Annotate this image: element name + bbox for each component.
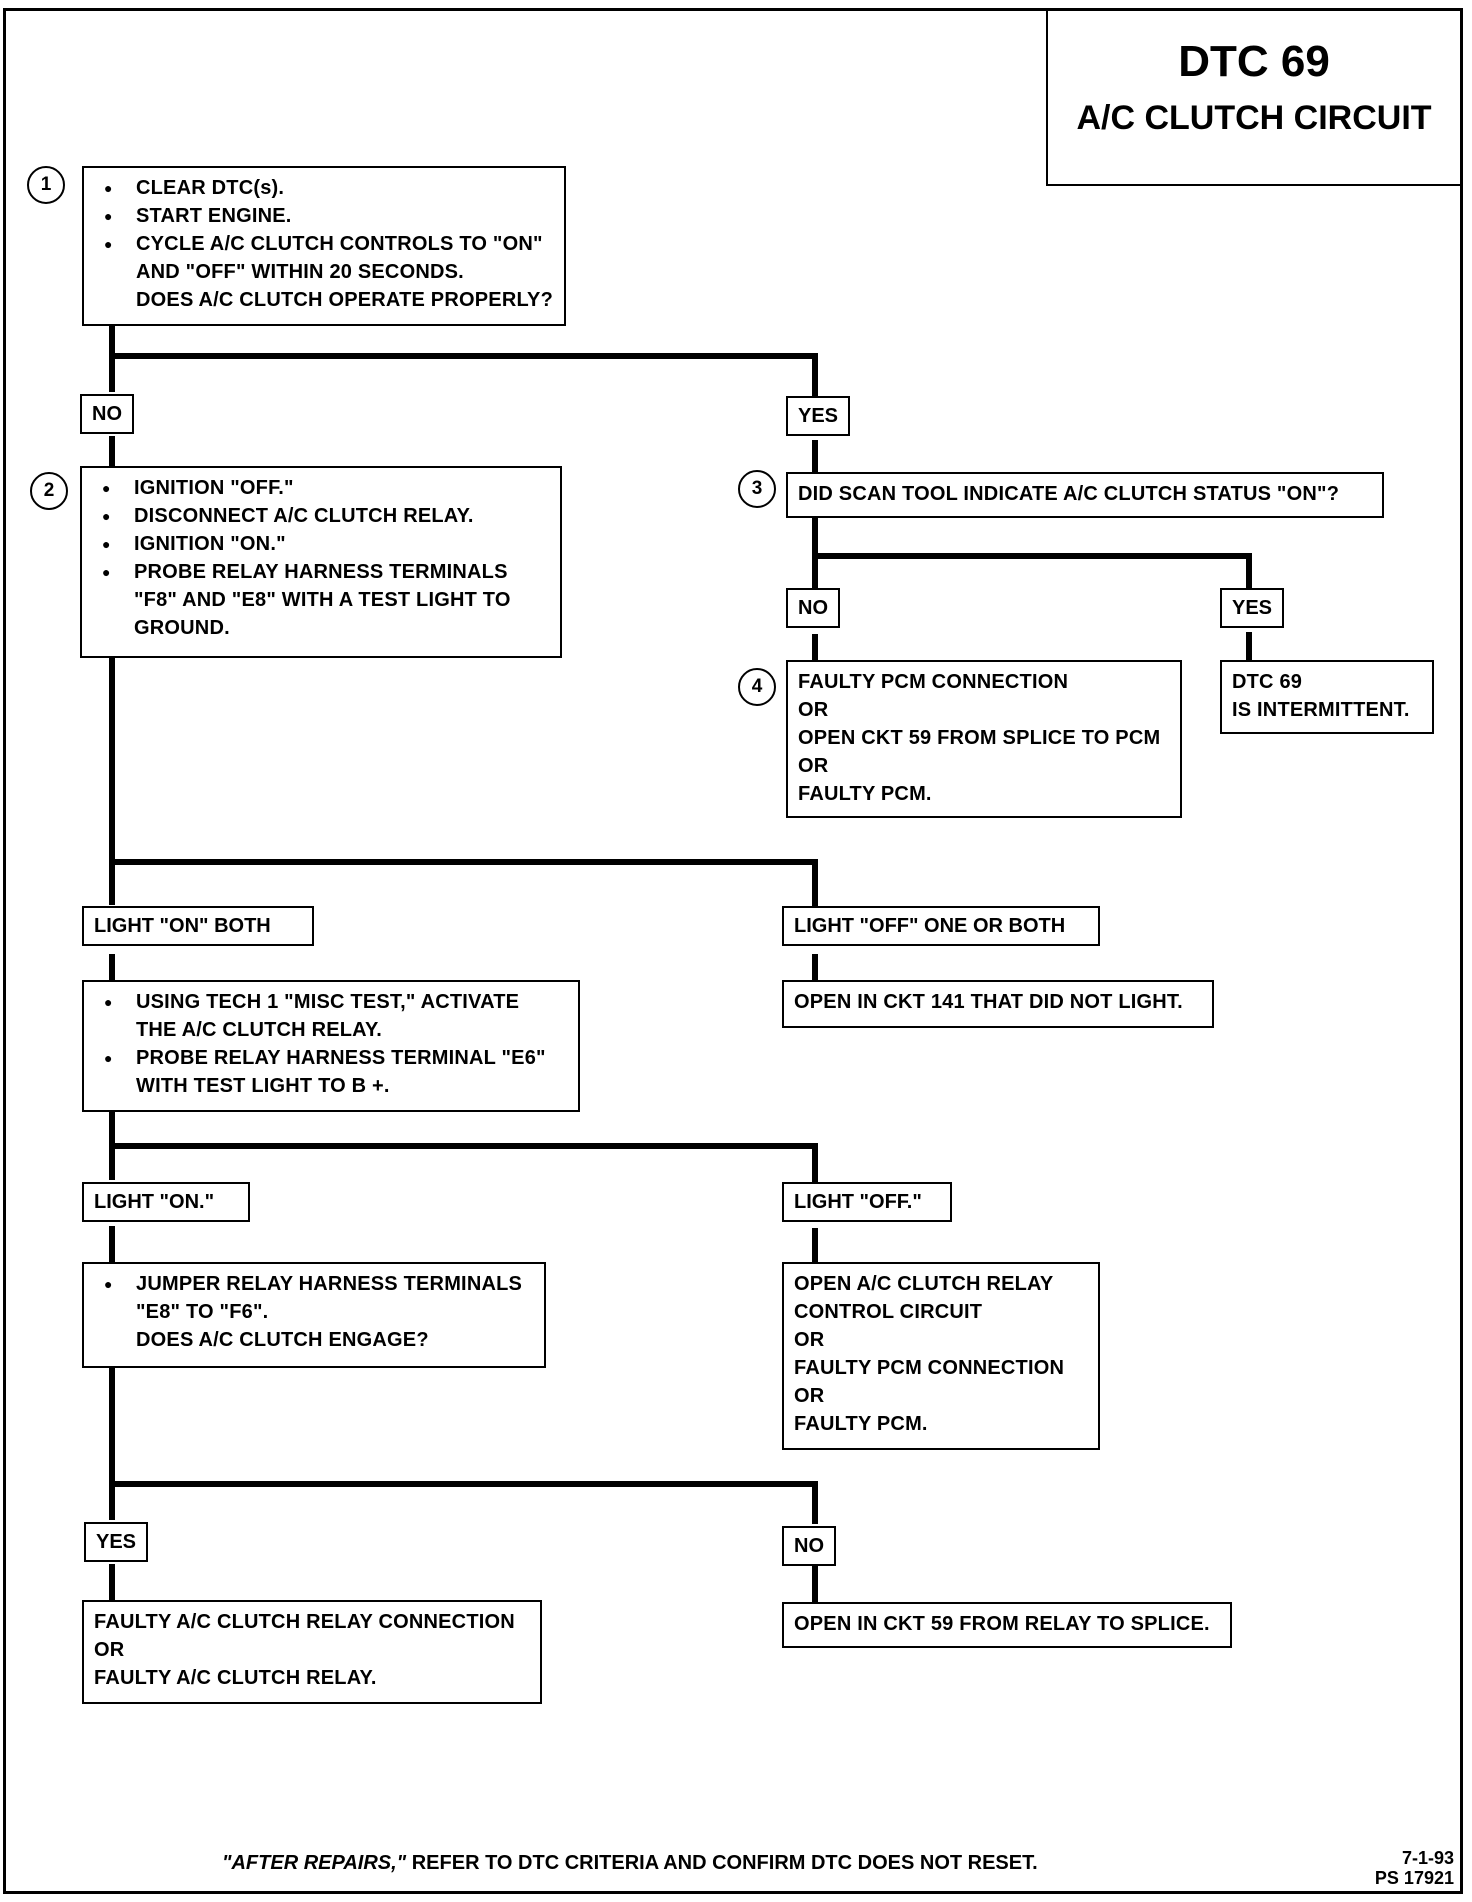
footer-rest: REFER TO DTC CRITERIA AND CONFIRM DTC DO… (406, 1852, 1038, 1874)
step-4-line: OR (798, 755, 829, 777)
step-number-3: 3 (738, 470, 776, 508)
step-1-line: CYCLE A/C CLUTCH CONTROLS TO "ON" (94, 230, 554, 258)
step-2-line: DISCONNECT A/C CLUTCH RELAY. (92, 502, 550, 530)
relay-line: FAULTY A/C CLUTCH RELAY. (94, 1667, 377, 1689)
label-light-on: LIGHT "ON." (82, 1182, 250, 1222)
label-yes-step1: YES (786, 396, 851, 436)
control-line: OR (794, 1329, 825, 1351)
control-line: CONTROL CIRCUIT (794, 1301, 983, 1323)
tech1-line: THE A/C CLUTCH RELAY. (136, 1019, 383, 1041)
step-1-line: DOES A/C CLUTCH OPERATE PROPERLY? (136, 289, 554, 311)
intermittent-line: DTC 69 (1232, 671, 1303, 693)
step-4-line: OR (798, 699, 829, 721)
title-box: DTC 69 A/C CLUTCH CIRCUIT (1046, 10, 1460, 186)
intermittent-line: IS INTERMITTENT. (1232, 699, 1410, 721)
tech1-box: USING TECH 1 "MISC TEST," ACTIVATE THE A… (82, 980, 580, 1112)
footer-after-repairs: "AFTER REPAIRS," (222, 1852, 407, 1874)
doc-date: 7-1-93 (1401, 1848, 1454, 1868)
ckt141-box: OPEN IN CKT 141 THAT DID NOT LIGHT. (782, 980, 1214, 1028)
step-2-line: PROBE RELAY HARNESS TERMINALS (92, 558, 550, 586)
step-4-line: FAULTY PCM CONNECTION (798, 671, 1069, 693)
step-1-line: CLEAR DTC(s). (94, 174, 554, 202)
step-2-line: GROUND. (134, 617, 230, 639)
label-yes-final: YES (84, 1522, 149, 1562)
footer-note: "AFTER REPAIRS," REFER TO DTC CRITERIA A… (222, 1852, 1038, 1875)
tech1-line: USING TECH 1 "MISC TEST," ACTIVATE (94, 988, 568, 1016)
step-1-line: START ENGINE. (94, 202, 554, 230)
intermittent-box: DTC 69 IS INTERMITTENT. (1220, 660, 1434, 734)
step-3-box: DID SCAN TOOL INDICATE A/C CLUTCH STATUS… (786, 472, 1384, 518)
step-1-line: AND "OFF" WITHIN 20 SECONDS. (136, 261, 464, 283)
label-no-final: NO (782, 1526, 836, 1566)
page-title: DTC 69 (1178, 37, 1330, 86)
step-4-line: FAULTY PCM. (798, 783, 932, 805)
jumper-line: DOES A/C CLUTCH ENGAGE? (136, 1329, 429, 1351)
ckt59-box: OPEN IN CKT 59 FROM RELAY TO SPLICE. (782, 1602, 1232, 1648)
relay-box: FAULTY A/C CLUTCH RELAY CONNECTION OR FA… (82, 1600, 542, 1704)
step-number-1: 1 (27, 166, 65, 204)
label-yes-step3: YES (1220, 588, 1285, 628)
step-1-box: CLEAR DTC(s). START ENGINE. CYCLE A/C CL… (82, 166, 566, 326)
relay-line: OR (94, 1639, 125, 1661)
ckt59-line: OPEN IN CKT 59 FROM RELAY TO SPLICE. (794, 1613, 1210, 1635)
tech1-line: PROBE RELAY HARNESS TERMINAL "E6" (94, 1044, 568, 1072)
relay-line: FAULTY A/C CLUTCH RELAY CONNECTION (94, 1611, 515, 1633)
label-light-off-one-or-both: LIGHT "OFF" ONE OR BOTH (782, 906, 1100, 946)
control-line: FAULTY PCM CONNECTION (794, 1357, 1065, 1379)
jumper-box: JUMPER RELAY HARNESS TERMINALS "E8" TO "… (82, 1262, 546, 1368)
jumper-line: JUMPER RELAY HARNESS TERMINALS (94, 1270, 534, 1298)
control-line: OR (794, 1385, 825, 1407)
control-circuit-box: OPEN A/C CLUTCH RELAY CONTROL CIRCUIT OR… (782, 1262, 1100, 1450)
label-light-off: LIGHT "OFF." (782, 1182, 952, 1222)
doc-ps-number: PS 17921 (1374, 1868, 1454, 1888)
label-no-step3: NO (786, 588, 840, 628)
label-light-on-both: LIGHT "ON" BOTH (82, 906, 314, 946)
ckt141-line: OPEN IN CKT 141 THAT DID NOT LIGHT. (794, 991, 1183, 1013)
step-number-4: 4 (738, 668, 776, 706)
step-2-line: IGNITION "ON." (92, 530, 550, 558)
control-line: OPEN A/C CLUTCH RELAY (794, 1273, 1054, 1295)
control-line: FAULTY PCM. (794, 1413, 928, 1435)
step-2-box: IGNITION "OFF." DISCONNECT A/C CLUTCH RE… (80, 466, 562, 658)
step-2-line: IGNITION "OFF." (92, 474, 550, 502)
step-2-line: "F8" AND "E8" WITH A TEST LIGHT TO (134, 589, 511, 611)
jumper-line: "E8" TO "F6". (136, 1301, 269, 1323)
label-no-step1: NO (80, 394, 134, 434)
page-subtitle: A/C CLUTCH CIRCUIT (1076, 99, 1432, 137)
step-number-2: 2 (30, 472, 68, 510)
doc-code: 7-1-93 PS 17921 (1375, 1848, 1454, 1888)
tech1-line: WITH TEST LIGHT TO B +. (136, 1075, 390, 1097)
step-4-box: FAULTY PCM CONNECTION OR OPEN CKT 59 FRO… (786, 660, 1182, 818)
step-3-line: DID SCAN TOOL INDICATE A/C CLUTCH STATUS… (798, 483, 1340, 505)
step-4-line: OPEN CKT 59 FROM SPLICE TO PCM (798, 727, 1161, 749)
page-frame (3, 8, 1463, 1894)
